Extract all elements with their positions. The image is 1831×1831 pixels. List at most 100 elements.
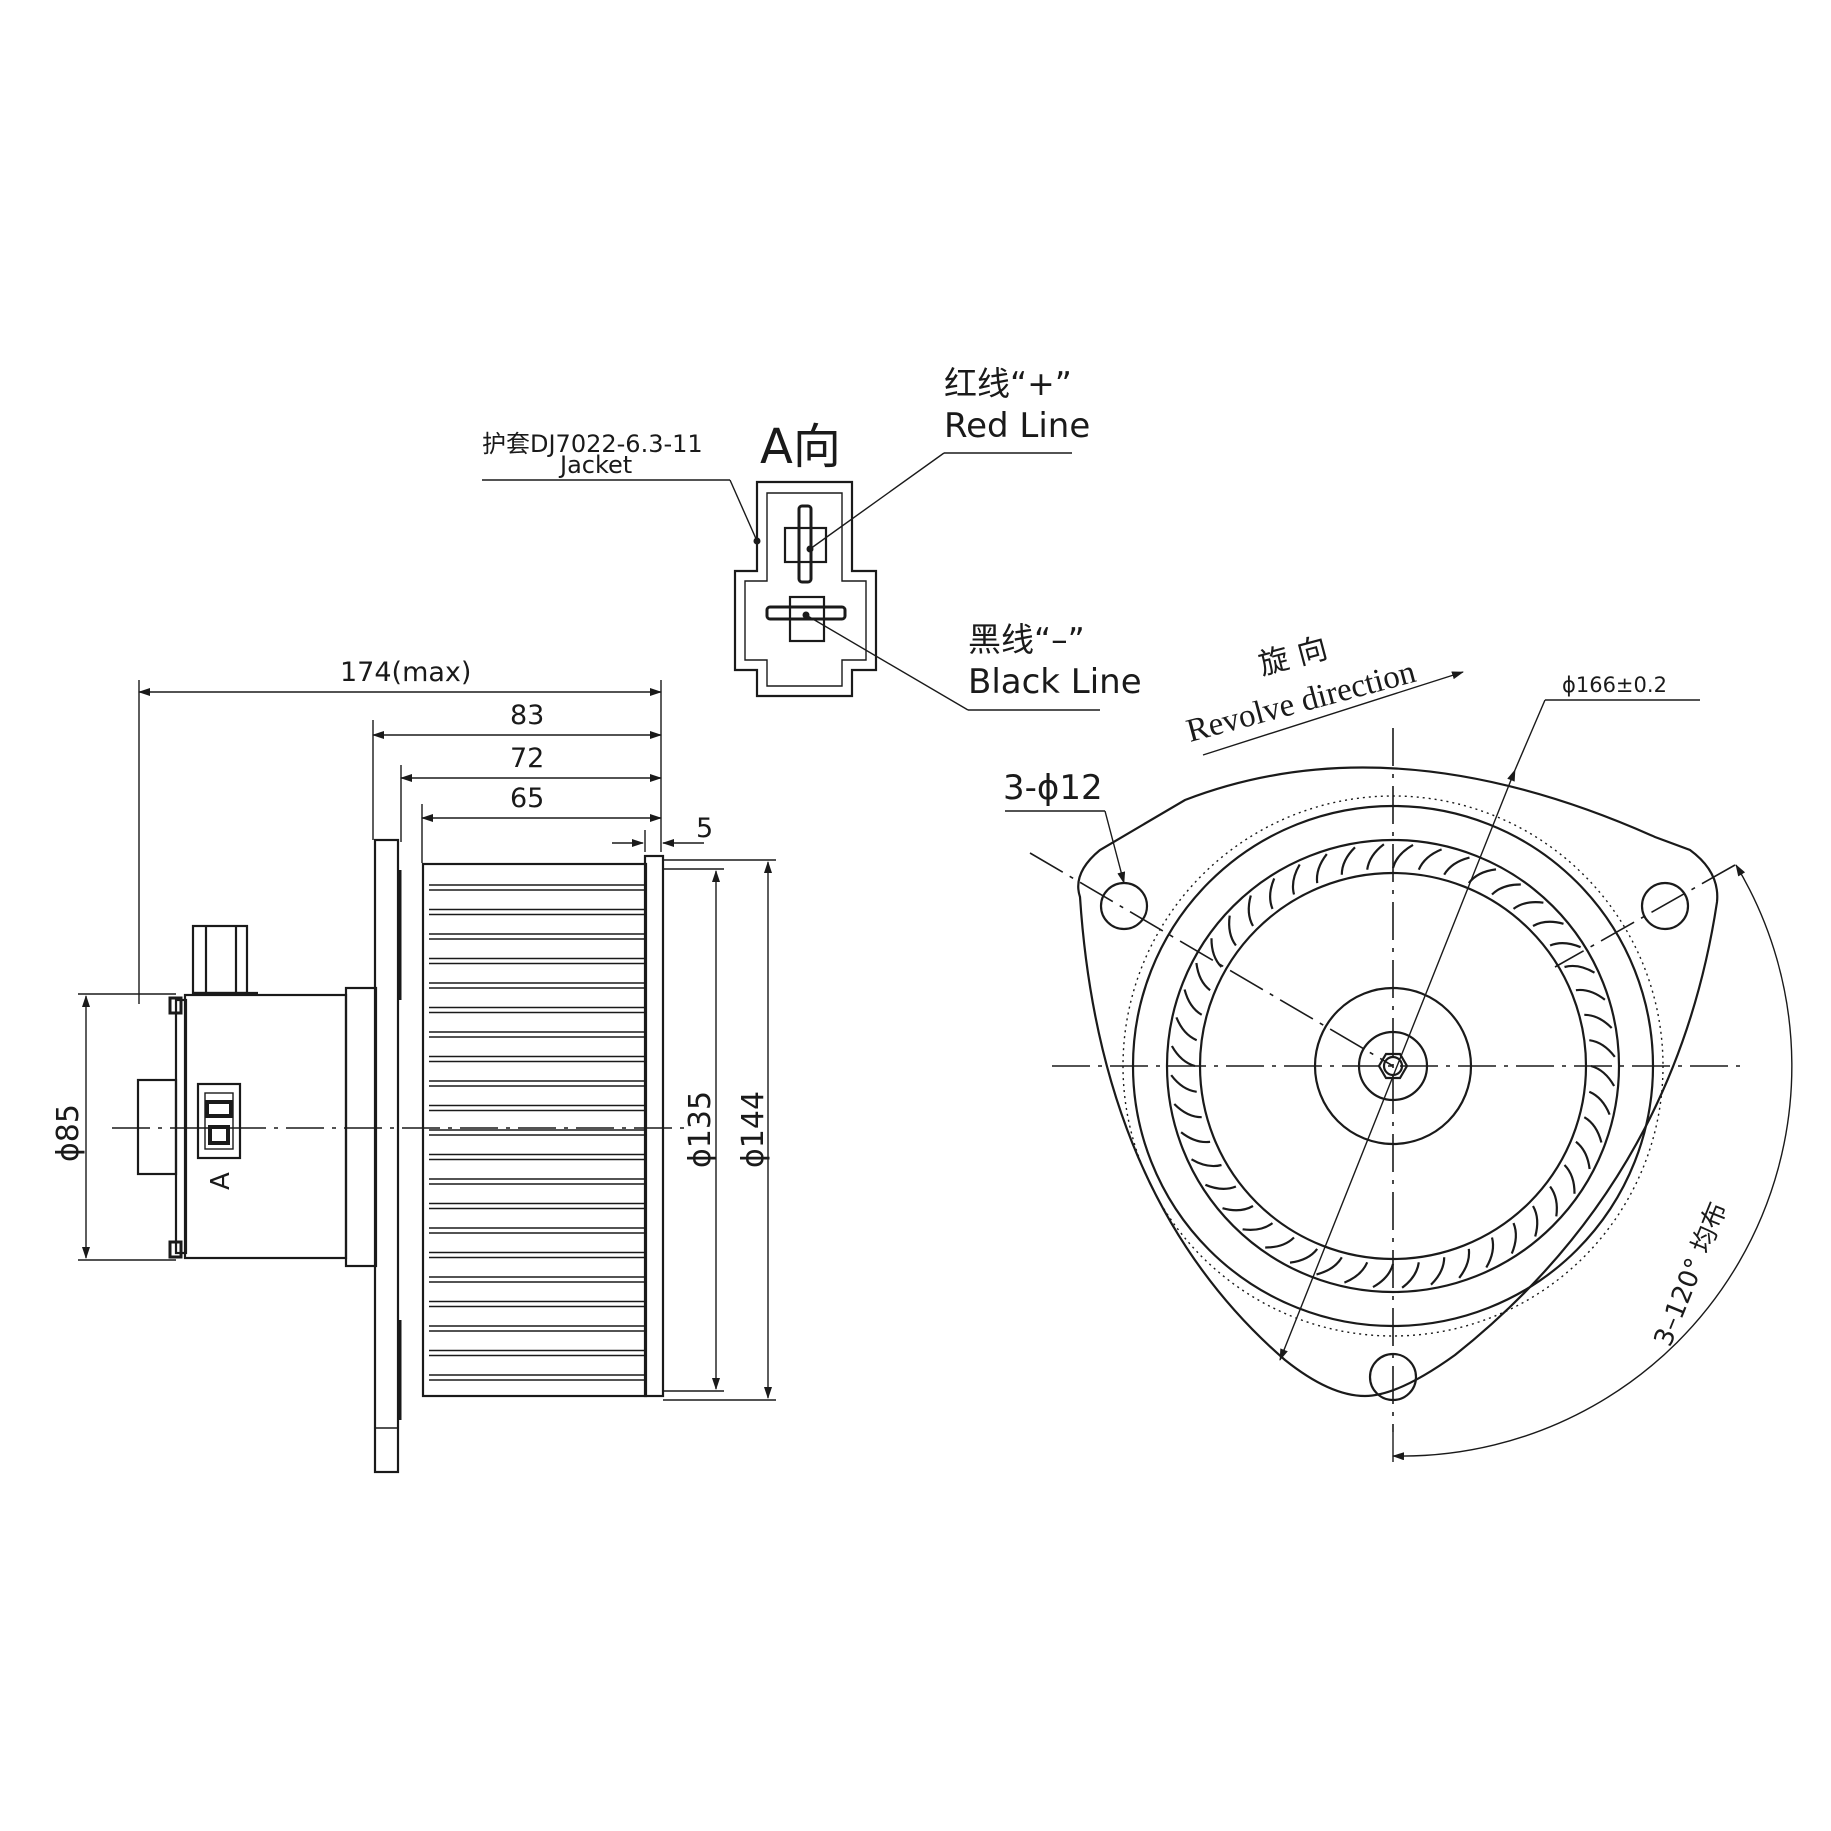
fan-blade xyxy=(1175,1016,1198,1042)
view-a-title: A向 xyxy=(760,419,841,475)
fan-blade xyxy=(1417,848,1443,871)
fan-blade xyxy=(1190,1158,1222,1168)
fan-blade xyxy=(1549,942,1582,949)
dim-174-label: 174(max) xyxy=(340,657,471,688)
dia-135-label: ϕ135 xyxy=(683,1091,718,1168)
rotation-arrow xyxy=(1202,671,1464,756)
motor-connector-terminal-2 xyxy=(208,1125,230,1145)
fan-blade xyxy=(1512,901,1544,910)
dim-83-label: 83 xyxy=(510,700,544,731)
front-view: ϕ166±0.2 3-ϕ12 旋 向 Revolve direction 3–1… xyxy=(1003,631,1793,1462)
connector-housing xyxy=(733,480,878,698)
fan-blade xyxy=(1289,1248,1319,1264)
motor-rear-boss xyxy=(136,1078,178,1176)
black-line-label-en: Black Line xyxy=(968,662,1142,702)
fan-blade xyxy=(1269,877,1276,910)
fan-blade xyxy=(1443,856,1470,876)
holes-leader xyxy=(1104,810,1126,884)
fan-blade xyxy=(1265,1236,1295,1249)
dim-5-label: 5 xyxy=(696,813,713,844)
fan-blade xyxy=(1242,1222,1274,1231)
fan-blade xyxy=(1491,883,1521,896)
fan-blade xyxy=(1291,863,1301,895)
red-leader-dot xyxy=(806,545,814,553)
motor-step-ring xyxy=(344,986,378,1268)
motor-clip-top xyxy=(168,996,183,1015)
fan-blade xyxy=(1170,1045,1196,1068)
fan-blade xyxy=(1343,1261,1369,1284)
fan-wheel-ribs xyxy=(429,884,645,1381)
fan-blade xyxy=(1563,1164,1576,1194)
hole-leader-centerline xyxy=(1029,852,1394,1067)
fan-blade xyxy=(1204,1183,1237,1190)
fan-blade xyxy=(1584,1013,1613,1029)
fan-blade xyxy=(1564,964,1596,974)
dim-166-leader xyxy=(1514,699,1546,771)
motor-clip-bottom xyxy=(168,1240,183,1259)
red-leader-diagonal xyxy=(809,452,945,550)
black-line-label-cn: 黑线“–” xyxy=(968,620,1085,659)
fan-blade xyxy=(1532,920,1564,927)
fan-blade xyxy=(1315,853,1328,884)
connector-housing-inner xyxy=(744,492,867,687)
fan-blade xyxy=(1458,1248,1471,1279)
mounting-hole-left xyxy=(1099,881,1149,931)
negative-terminal-box xyxy=(788,595,826,643)
black-leader-diagonal xyxy=(805,614,969,711)
fan-blade xyxy=(1590,1064,1616,1087)
positive-terminal-box xyxy=(783,526,828,564)
dim-65-label: 65 xyxy=(510,783,544,814)
fan-blade xyxy=(1195,962,1211,992)
fan-blade xyxy=(1210,938,1223,968)
fan-blade xyxy=(1575,1140,1591,1170)
negative-terminal-blade xyxy=(765,605,847,621)
red-line-label-cn: 红线“+” xyxy=(944,364,1072,403)
fan-blade xyxy=(1549,1185,1558,1217)
fan-blade xyxy=(1366,843,1385,870)
fan-blade xyxy=(1391,843,1414,869)
motor-connector-terminal xyxy=(205,1100,233,1118)
fan-blade xyxy=(1180,1131,1211,1144)
fan-blade xyxy=(1222,1205,1254,1212)
fan-blade xyxy=(1170,1074,1197,1093)
fan-blade xyxy=(1183,989,1203,1016)
mounting-flange xyxy=(373,838,400,1474)
fan-blade xyxy=(1485,1237,1495,1269)
triangular-flange xyxy=(1077,766,1719,1398)
jacket-label-cn: 护套DJ7022-6.3-11 xyxy=(482,430,703,458)
fan-blade xyxy=(1228,915,1237,947)
jacket-leader-diagonal xyxy=(729,479,758,542)
fan-blade xyxy=(1247,895,1254,927)
dia-85-label: ϕ85 xyxy=(51,1104,86,1162)
holes-label: 3-ϕ12 xyxy=(1003,768,1103,808)
rotation-label-cn: 旋 向 xyxy=(1255,631,1331,683)
black-leader-dot xyxy=(802,611,810,619)
fan-blade xyxy=(1372,1263,1395,1289)
fan-blade xyxy=(1430,1257,1446,1286)
fan-blade xyxy=(1583,1116,1603,1143)
fan-blade xyxy=(1173,1103,1202,1119)
fan-blade xyxy=(1340,846,1356,875)
motor-connector xyxy=(196,1082,242,1160)
cable-outlet xyxy=(191,924,249,995)
red-line-label-en: Red Line xyxy=(944,406,1090,446)
connector-detail-view: A向 护套DJ7022-6.3-11 Jacket 红线“+” Red Line… xyxy=(482,364,1142,711)
pcd-label: ϕ166±0.2 xyxy=(1562,673,1667,697)
dim-72-label: 72 xyxy=(510,743,544,774)
fan-blade xyxy=(1532,1205,1539,1237)
fan-blade xyxy=(1575,988,1606,1001)
view-marker-a: A xyxy=(206,1172,236,1190)
motor-connector-inner xyxy=(204,1092,234,1150)
side-view: 174(max) 83 72 65 5 xyxy=(51,657,776,1474)
fan-blade xyxy=(1588,1090,1611,1116)
dia-144-label: ϕ144 xyxy=(736,1091,771,1168)
jacket-label-en: Jacket xyxy=(558,451,632,479)
fan-blade xyxy=(1589,1039,1616,1058)
fan-blade xyxy=(1510,1222,1517,1255)
mounting-hole-right xyxy=(1640,881,1690,931)
positive-terminal-blade xyxy=(797,504,813,584)
fan-blade xyxy=(1401,1262,1420,1289)
angle-arc-120 xyxy=(1392,864,1793,1461)
fan-end-plate xyxy=(643,854,665,1398)
